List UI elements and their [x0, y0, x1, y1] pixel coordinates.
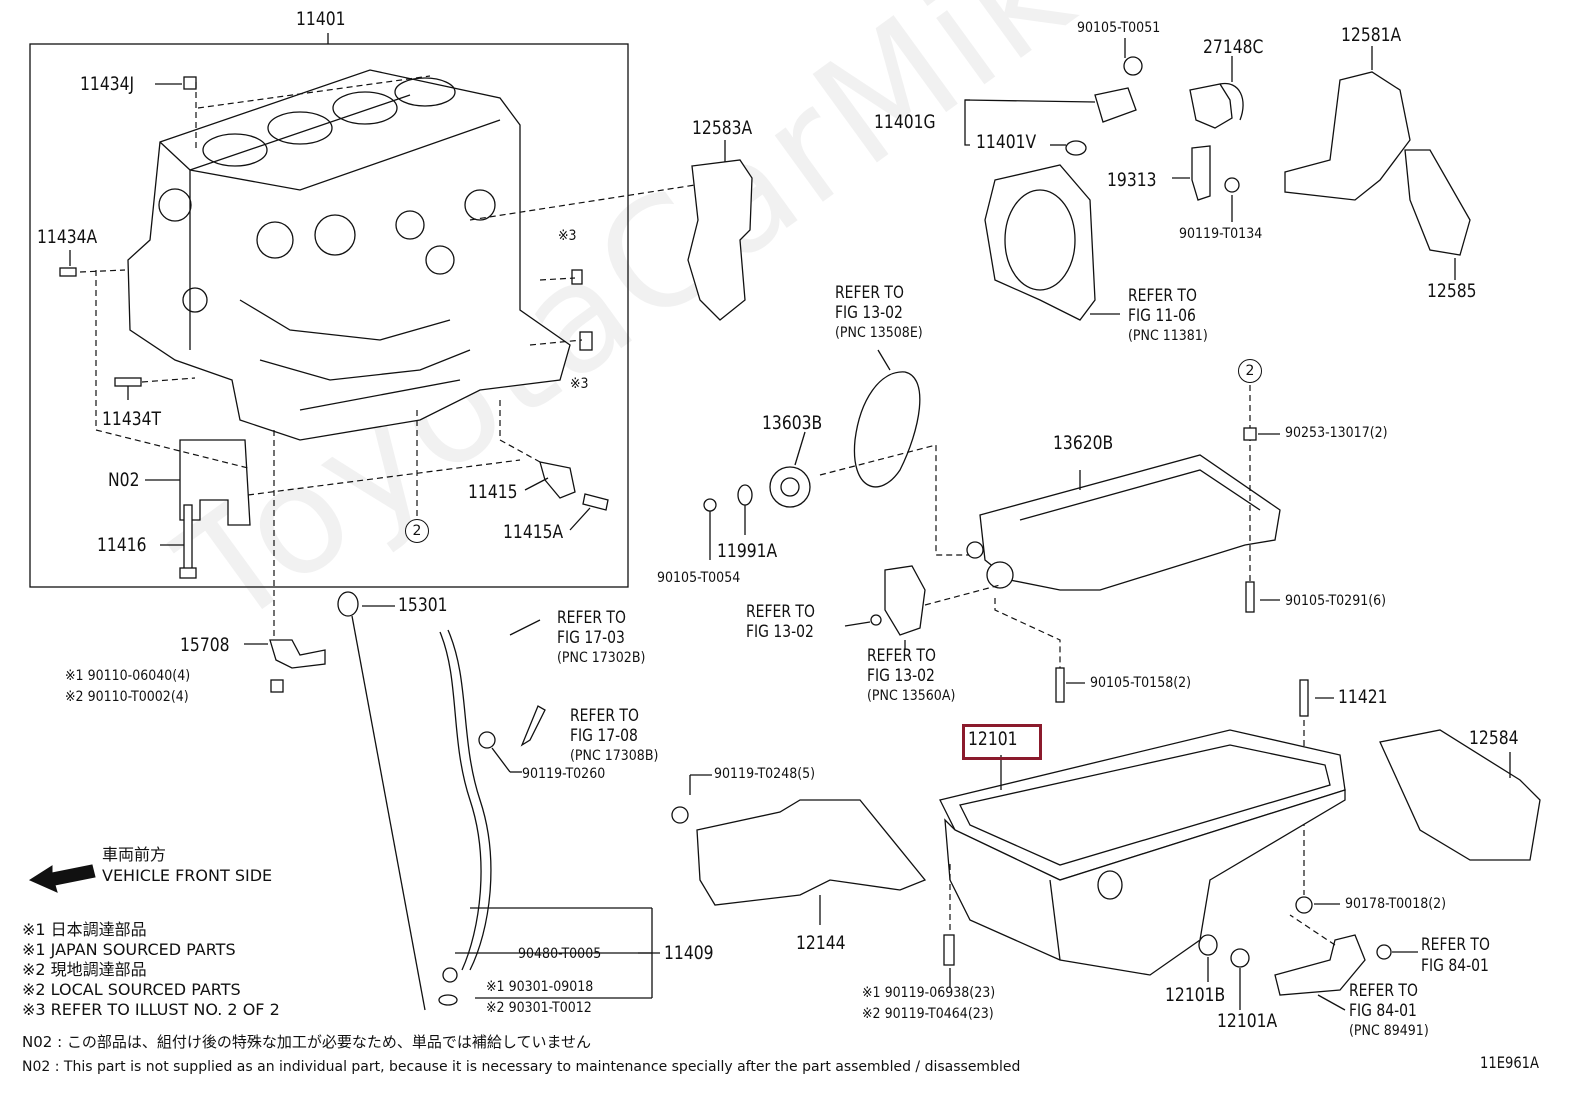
- ref-fig17-03-line2[interactable]: FIG 17-03: [557, 628, 625, 648]
- label-90105-T0051: 90105-T0051: [1077, 20, 1161, 36]
- label-19313: 19313: [1107, 169, 1157, 191]
- label-12585: 12585: [1427, 280, 1477, 302]
- ref-fig13-02-a-line1[interactable]: REFER TO: [835, 283, 904, 303]
- vehicle-front-arrow: [28, 864, 96, 893]
- label-90119-06938: ※1 90119-06938(23): [862, 985, 996, 1001]
- label-90119-T0464: ※2 90119-T0464(23): [862, 1006, 994, 1022]
- legend-line-5: ※3 REFER TO ILLUST NO. 2 OF 2: [22, 1000, 280, 1019]
- label-11434T: 11434T: [102, 408, 162, 430]
- label-12101[interactable]: 12101: [968, 728, 1018, 750]
- label-90105-T0158: 90105-T0158(2): [1090, 675, 1192, 691]
- label-90119-T0260: 90119-T0260: [522, 766, 606, 782]
- ref-fig84-01-a-line1[interactable]: REFER TO: [1421, 935, 1490, 955]
- label-11401G: 11401G: [874, 111, 936, 133]
- label-11415A: 11415A: [503, 521, 564, 543]
- label-90178-T0018: 90178-T0018(2): [1345, 896, 1447, 912]
- ref-fig84-01-b-line3: (PNC 89491): [1349, 1023, 1429, 1039]
- ref-fig17-03-line3: (PNC 17302B): [557, 650, 646, 666]
- ref-fig17-08-line2[interactable]: FIG 17-08: [570, 726, 638, 746]
- label-15301: 15301: [398, 594, 448, 616]
- ref-fig13-02-b-line2[interactable]: FIG 13-02: [746, 622, 814, 642]
- label-90119-T0248: 90119-T0248(5): [714, 766, 816, 782]
- callout-2-right: 2: [1238, 359, 1262, 383]
- cylinder-block-drawing: [127, 69, 571, 441]
- legend-line-1: ※1 日本調達部品: [22, 920, 147, 939]
- label-90119-T0134: 90119-T0134: [1179, 226, 1263, 242]
- label-N02: N02: [108, 469, 140, 491]
- label-13603B: 13603B: [762, 412, 823, 434]
- part-11434T-shape: [114, 377, 142, 387]
- ref-fig11-06-line1[interactable]: REFER TO: [1128, 286, 1197, 306]
- label-12144: 12144: [796, 932, 846, 954]
- diagram-id: 11E961A: [1480, 1053, 1540, 1072]
- ref-fig13-02-c-line3: (PNC 13560A): [867, 688, 956, 704]
- label-27148C: 27148C: [1203, 36, 1264, 58]
- part-12581A-shape: [1284, 71, 1411, 201]
- label-11421: 11421: [1338, 686, 1388, 708]
- callout-2-block: 2: [405, 519, 429, 543]
- label-90301-T0012: ※2 90301-T0012: [486, 1000, 592, 1016]
- legend-line-2: ※1 JAPAN SOURCED PARTS: [22, 940, 236, 959]
- part-11416-shape: [183, 504, 193, 571]
- part-12583A-shape: [687, 159, 753, 321]
- label-12581A: 12581A: [1341, 24, 1402, 46]
- label-90105-T0291: 90105-T0291(6): [1285, 593, 1387, 609]
- label-15708-bolt-2: ※2 90110-T0002(4): [65, 689, 189, 705]
- ref-fig84-01-b-line1[interactable]: REFER TO: [1349, 981, 1418, 1001]
- part-13620B-shape: [979, 454, 1281, 591]
- block-assembly-frame: [29, 43, 629, 588]
- label-11409: 11409: [664, 942, 714, 964]
- label-11416: 11416: [97, 534, 147, 556]
- direction-label-jp: 車両前方: [102, 845, 167, 864]
- part-15708-shape: [269, 639, 326, 669]
- label-12101B: 12101B: [1165, 984, 1226, 1006]
- part-12584-shape: [1379, 729, 1541, 861]
- note-n02-en: N02 : This part is not supplied as an in…: [22, 1059, 1021, 1075]
- part-11434J-shape: [183, 76, 197, 90]
- ref-fig17-03-line1[interactable]: REFER TO: [557, 608, 626, 628]
- label-15708: 15708: [180, 634, 230, 656]
- ref-fig13-02-c-line2[interactable]: FIG 13-02: [867, 666, 935, 686]
- part-11434A-shape: [59, 267, 77, 277]
- part-12585-shape: [1404, 149, 1471, 256]
- label-11434J: 11434J: [80, 73, 135, 95]
- label-12583A: 12583A: [692, 117, 753, 139]
- label-90105-T0054: 90105-T0054: [657, 570, 741, 586]
- ref-fig84-01-a-line2[interactable]: FIG 84-01: [1421, 956, 1489, 976]
- label-11401V: 11401V: [976, 131, 1037, 153]
- ref-fig13-02-b-line1[interactable]: REFER TO: [746, 602, 815, 622]
- direction-label-en: VEHICLE FRONT SIDE: [102, 866, 273, 885]
- label-12584: 12584: [1469, 727, 1519, 749]
- label-12101A: 12101A: [1217, 1010, 1278, 1032]
- ref-fig13-02-a-line2[interactable]: FIG 13-02: [835, 303, 903, 323]
- label-90480-T0005: 90480-T0005: [518, 946, 602, 962]
- part-12144-shape: [696, 799, 927, 906]
- timing-chain: [853, 371, 921, 488]
- ref-fig13-02-a-line3: (PNC 13508E): [835, 325, 923, 341]
- label-15708-bolt-1: ※1 90110-06040(4): [65, 668, 191, 684]
- label-90253-13017: 90253-13017(2): [1285, 425, 1388, 441]
- legend-line-4: ※2 LOCAL SOURCED PARTS: [22, 980, 241, 999]
- ref-fig11-06-line2[interactable]: FIG 11-06: [1128, 306, 1196, 326]
- ref-fig11-06-line3: (PNC 11381): [1128, 328, 1208, 344]
- label-11415: 11415: [468, 481, 518, 503]
- note-n02-jp: N02 : この部品は、組付け後の特殊な加工が必要なため、単品では補給していませ…: [22, 1033, 592, 1051]
- ref-fig13-02-c-line1[interactable]: REFER TO: [867, 646, 936, 666]
- legend-line-3: ※2 現地調達部品: [22, 960, 147, 979]
- ref-fig17-08-line1[interactable]: REFER TO: [570, 706, 639, 726]
- label-mark3-a: ※3: [558, 228, 577, 244]
- label-11434A: 11434A: [37, 226, 98, 248]
- label-90301-09018: ※1 90301-09018: [486, 979, 594, 995]
- rear-oil-seal-retainer: [984, 164, 1096, 321]
- label-13620B: 13620B: [1053, 432, 1114, 454]
- ref-fig84-01-b-line2[interactable]: FIG 84-01: [1349, 1001, 1417, 1021]
- label-11401: 11401: [296, 8, 346, 30]
- label-11991A: 11991A: [717, 540, 778, 562]
- ref-fig17-08-line3: (PNC 17308B): [570, 748, 659, 764]
- oil-pan-body: [944, 789, 1346, 976]
- label-mark3-b: ※3: [570, 376, 589, 392]
- highlight-box-12101: [962, 724, 1042, 760]
